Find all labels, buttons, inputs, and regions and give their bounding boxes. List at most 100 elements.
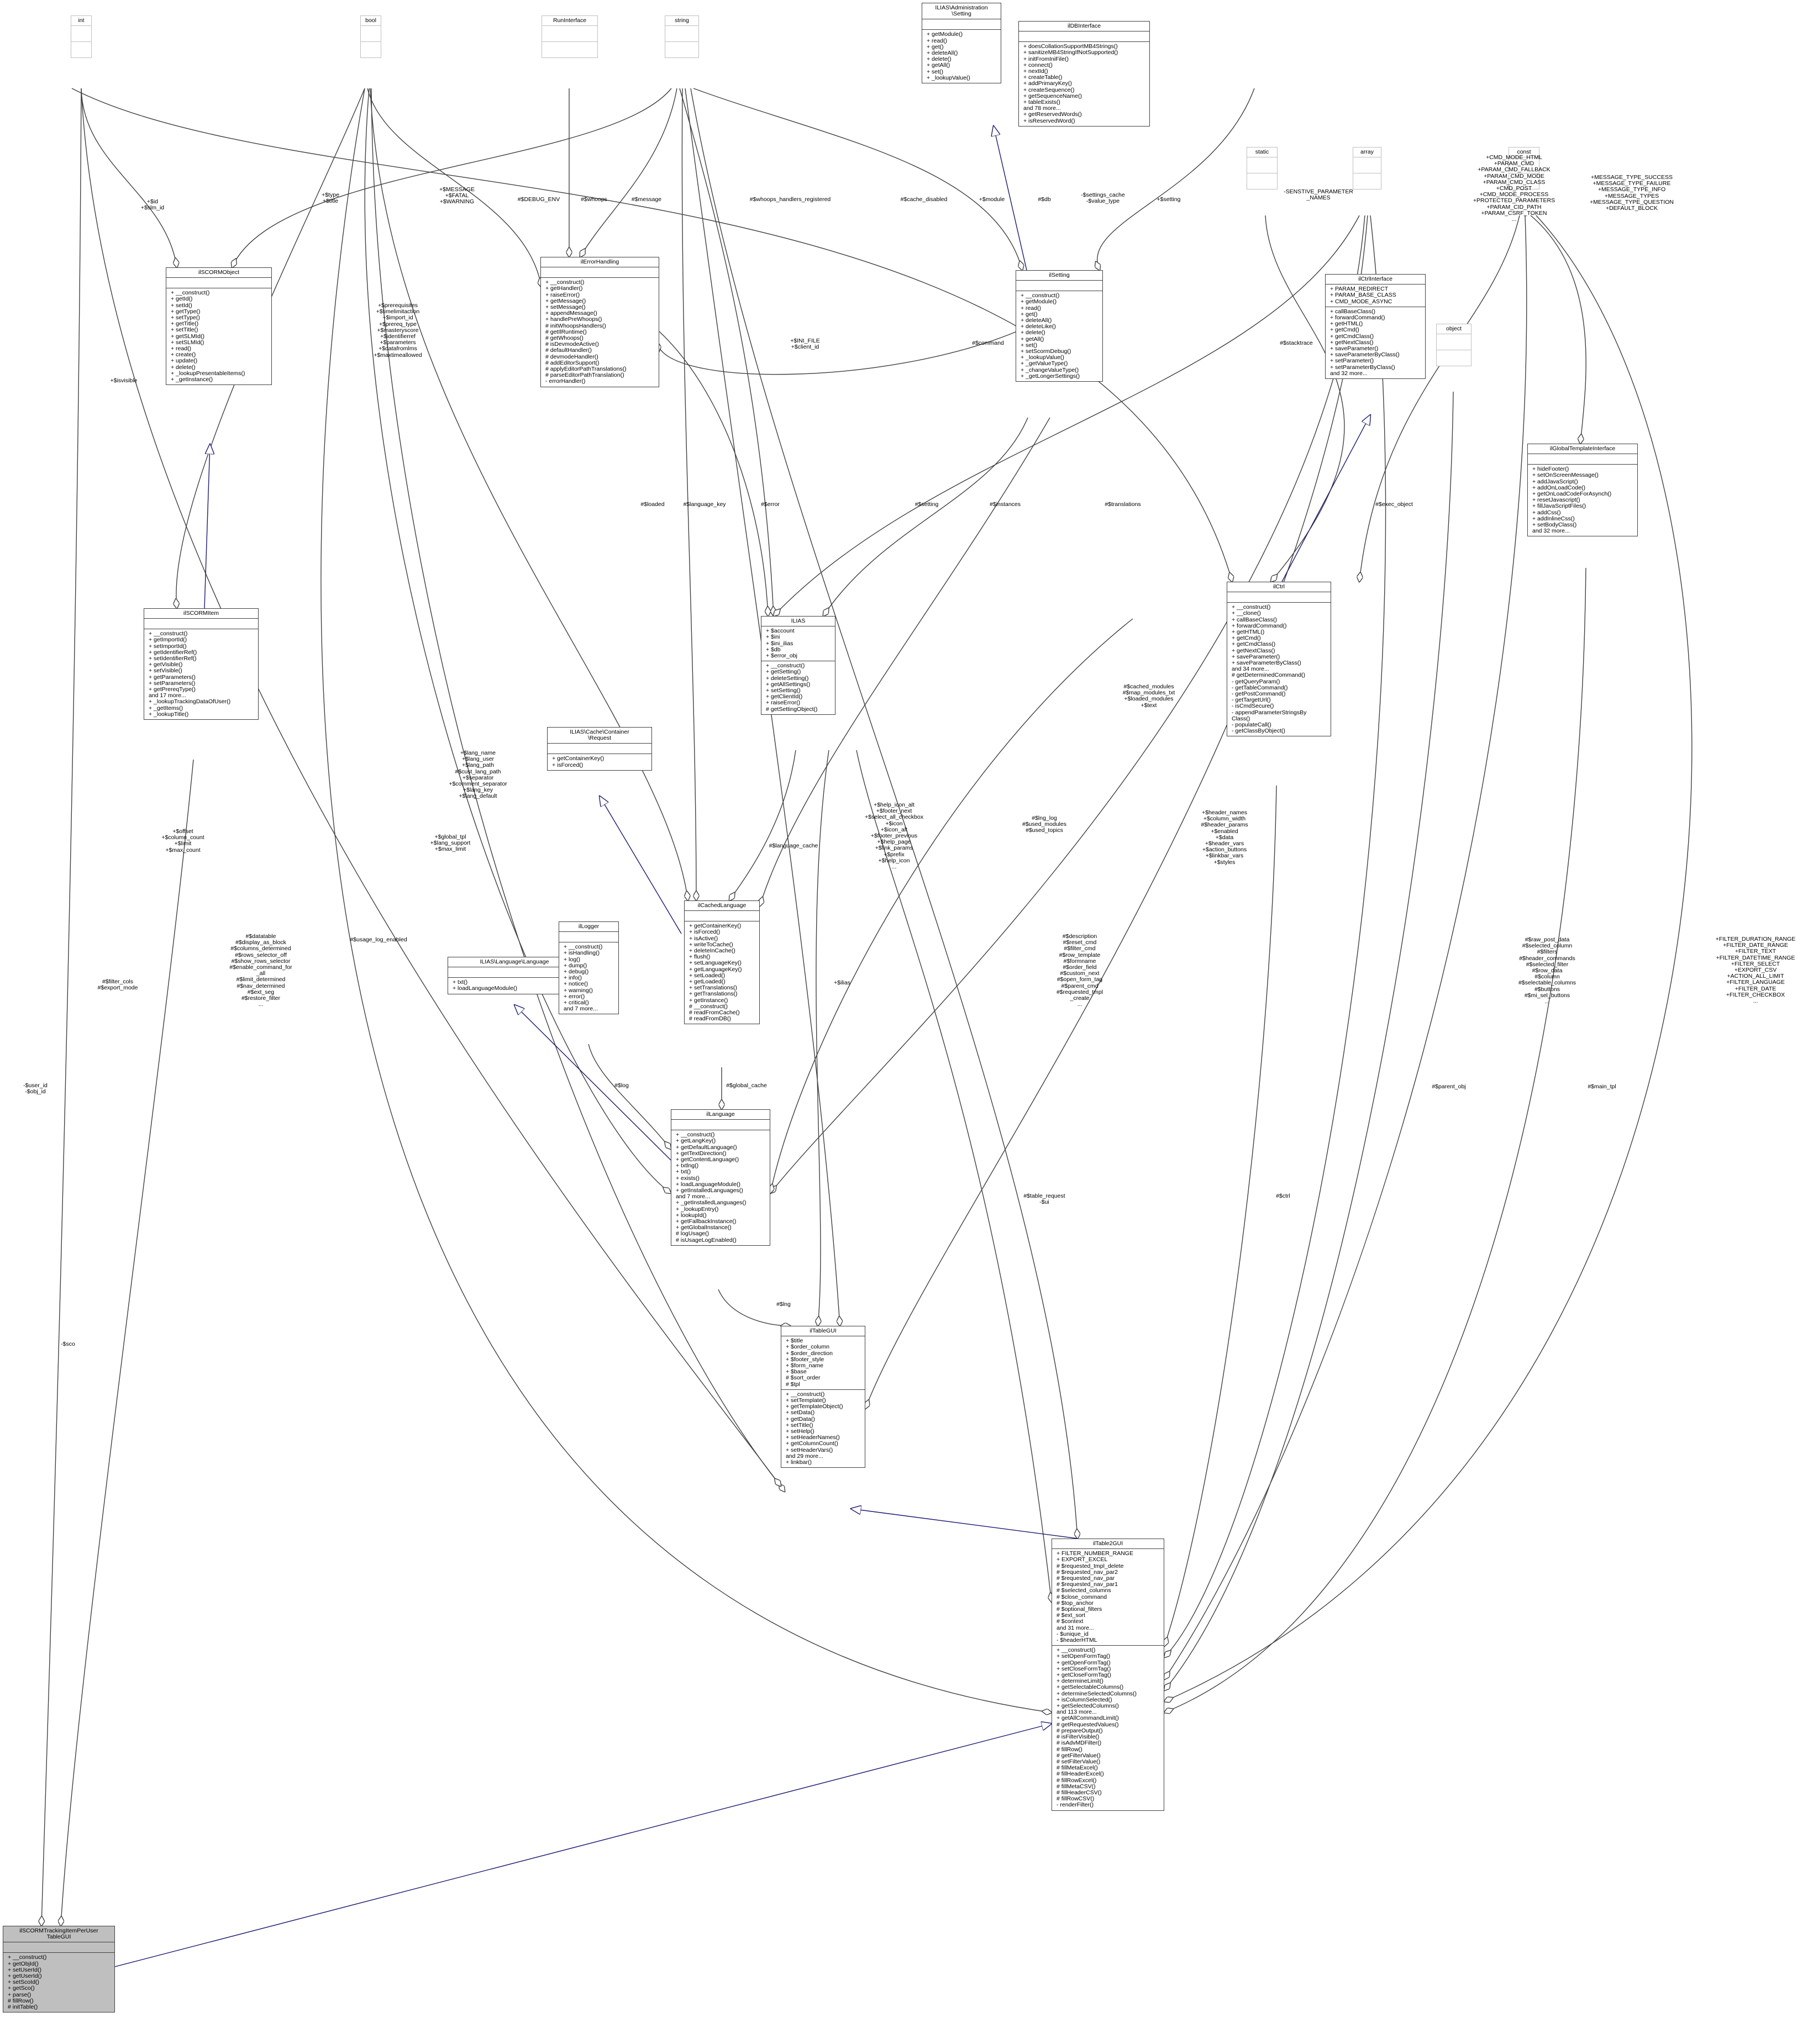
class-box-ildbinterface[interactable]: ilDBInterface+ doesCollationSupportMB4St… <box>1018 21 1150 127</box>
class-method: + __construct() <box>545 279 585 286</box>
class-attribute: + $db <box>766 646 781 653</box>
edge-label: +$global_tpl +$lang_support +$max_limit <box>430 834 471 853</box>
class-box-ilglobaltemplateinterface[interactable]: ilGlobalTemplateInterface+ hideFooter()+… <box>1527 444 1638 537</box>
class-method: + getColumnCount() <box>786 1440 838 1447</box>
class-name: ilDBInterface <box>1019 22 1149 32</box>
class-box-ilctrl[interactable]: ilCtrl+ __construct()+ __clone()+ callBa… <box>1227 582 1331 737</box>
class-box-iltablegui[interactable]: ilTableGUI+ $title+ $order_column+ $orde… <box>781 1326 865 1468</box>
class-box-iltable2gui[interactable]: ilTable2GUI+ FILTER_NUMBER_RANGE+ EXPORT… <box>1052 1539 1164 1811</box>
edge-label: -$user_id -$obj_id <box>23 1082 48 1095</box>
class-method: - getClassByObject() <box>1232 728 1285 735</box>
class-method: + getClientId() <box>766 693 803 700</box>
edge-label: #$description #$reset_cmd #$filter_cmd #… <box>1056 933 1103 1008</box>
class-method: + callBaseClass() <box>1232 616 1277 623</box>
class-box-illanguage[interactable]: ilLanguage+ __construct()+ getLangKey()+… <box>671 1109 770 1246</box>
class-box-ilias-cache-container-request[interactable]: ILIAS\Cache\Container \Request+ getConta… <box>547 727 652 771</box>
class-method: + getLoaded() <box>689 978 726 986</box>
class-attrs <box>559 932 618 943</box>
usage-edge <box>865 215 1368 1409</box>
class-methods <box>1247 173 1277 189</box>
class-method: # prepareOutput() <box>1057 1727 1103 1734</box>
edge-label: #$language_cache <box>769 842 818 849</box>
class-attribute: + $footer_style <box>786 1356 824 1363</box>
class-method: + initFromIniFile() <box>1023 55 1069 62</box>
class-method: + linkbar() <box>786 1459 812 1466</box>
class-method: + addOnLoadCode() <box>1532 484 1586 491</box>
class-method: + __construct() <box>149 630 188 638</box>
class-attribute: + $base <box>786 1368 807 1376</box>
class-name: ilSetting <box>1016 271 1102 281</box>
class-method: + getFallbackInstance() <box>676 1218 737 1225</box>
usage-edge <box>1530 215 1586 444</box>
class-method: + getId() <box>171 296 193 303</box>
class-box-ilscormobject[interactable]: ilSCORMObject+ __construct()+ getId()+ s… <box>166 267 272 386</box>
class-attribute: + $ini_ilias <box>766 640 793 647</box>
class-box-static[interactable]: static <box>1247 147 1278 190</box>
class-method: + forwardCommand() <box>1232 622 1287 629</box>
class-method: + setIdentifierRef() <box>149 655 197 662</box>
class-box-ilscormitem[interactable]: ilSCORMItem+ __construct()+ getImportId(… <box>144 608 259 720</box>
usage-edge <box>81 88 785 1492</box>
class-method: + getTranslations() <box>689 991 738 998</box>
class-box-const[interactable]: const <box>1509 147 1539 190</box>
class-method: + setData() <box>786 1409 815 1416</box>
class-method: + setHeaderVars() <box>786 1446 833 1453</box>
class-method: # isFilterVisible() <box>1057 1734 1100 1741</box>
usage-edge <box>774 215 1360 616</box>
edge-label: +CMD_MODE_HTML +PARAM_CMD +PARAM_CMD_FAL… <box>1473 154 1555 223</box>
class-box-array[interactable]: array <box>1353 147 1381 190</box>
usage-edge <box>690 88 1078 1539</box>
class-box-ilerrorhandling[interactable]: ilErrorHandling+ __construct()+ getHandl… <box>540 257 659 387</box>
class-box-bool[interactable]: bool <box>360 15 381 59</box>
class-method: # defaultHandler() <box>545 347 592 354</box>
class-method: + getObjId() <box>8 1960 39 1967</box>
class-name: ilGlobalTemplateInterface <box>1528 444 1637 455</box>
class-method: and 113 more... <box>1057 1709 1097 1716</box>
class-methods <box>665 42 698 57</box>
class-box-runinterface[interactable]: RunInterface <box>542 15 598 59</box>
edge-label: +$help_icon_alt +$footer_next +$select_a… <box>865 802 923 871</box>
edge-label: #$stacktrace <box>1280 340 1313 346</box>
edge-label: +$prerequisites +$timelimitaction +$impo… <box>374 302 422 359</box>
class-attribute: # $selected_columns <box>1057 1587 1111 1594</box>
class-method: # fillHeaderExcel() <box>1057 1771 1104 1778</box>
class-attrs <box>665 26 698 43</box>
edge-label: #$usage_log_enabled <box>350 936 407 943</box>
class-method: + deleteLike() <box>1021 323 1056 330</box>
edge-label: #$cache_disabled <box>900 196 948 203</box>
class-box-ilias[interactable]: ILIAS+ $account+ $ini+ $ini_ilias+ $db+ … <box>761 616 835 715</box>
class-method: + getTextDirection() <box>676 1150 727 1157</box>
class-method: + _getValueType() <box>1021 360 1068 367</box>
class-box-int[interactable]: int <box>71 15 92 59</box>
class-method: + getMessage() <box>545 297 586 304</box>
class-name: ilTableGUI <box>781 1326 865 1337</box>
class-attrs <box>1509 157 1539 174</box>
class-box-illogger[interactable]: ilLogger+ __construct()+ isHandling()+ l… <box>559 921 619 1015</box>
class-attribute: + $order_direction <box>786 1350 833 1357</box>
class-method: + getType() <box>171 308 201 315</box>
class-box-ilscormtrackingitemperuser-tablegui[interactable]: ilSCORMTrackingItemPerUser TableGUI+ __c… <box>3 1926 115 2013</box>
edge-label: +$setting <box>1157 196 1181 203</box>
class-box-string[interactable]: string <box>665 15 699 59</box>
class-box-ilctrlinterface[interactable]: ilCtrlInterface+ PARAM_REDIRECT+ PARAM_B… <box>1325 274 1426 380</box>
class-method: + handlePreWhoops() <box>545 316 602 323</box>
class-method: + saveParameter() <box>1330 345 1379 352</box>
class-method: + delete() <box>1021 329 1045 336</box>
class-box-object[interactable]: object <box>1436 324 1471 367</box>
class-method: + getTemplateObject() <box>786 1403 843 1410</box>
class-methods: + getContainerKey()+ isForced() <box>548 754 651 770</box>
class-box-ilias-administration-setting[interactable]: ILIAS\Administration \Setting+ getModule… <box>922 3 1001 84</box>
class-method: # fillRowExcel() <box>1057 1777 1097 1784</box>
class-method: + __construct() <box>171 289 210 297</box>
class-method: + determineSelectedColumns() <box>1057 1690 1137 1697</box>
class-box-ilcachedlanguage[interactable]: ilCachedLanguage+ getContainerKey()+ isF… <box>684 900 760 1025</box>
class-method: # fillHeaderCSV() <box>1057 1789 1102 1796</box>
class-method: + getIdentifierRef() <box>149 649 197 656</box>
class-box-ilsetting[interactable]: ilSetting+ __construct()+ getModule()+ r… <box>1016 270 1103 382</box>
class-method: + parse() <box>8 1991 31 1998</box>
class-method: + getUserId() <box>8 1973 42 1980</box>
class-method: + __construct() <box>766 662 805 670</box>
class-attribute: + FILTER_NUMBER_RANGE <box>1057 1550 1133 1557</box>
class-method: + notice() <box>564 981 588 988</box>
class-method: + debug() <box>564 968 589 976</box>
